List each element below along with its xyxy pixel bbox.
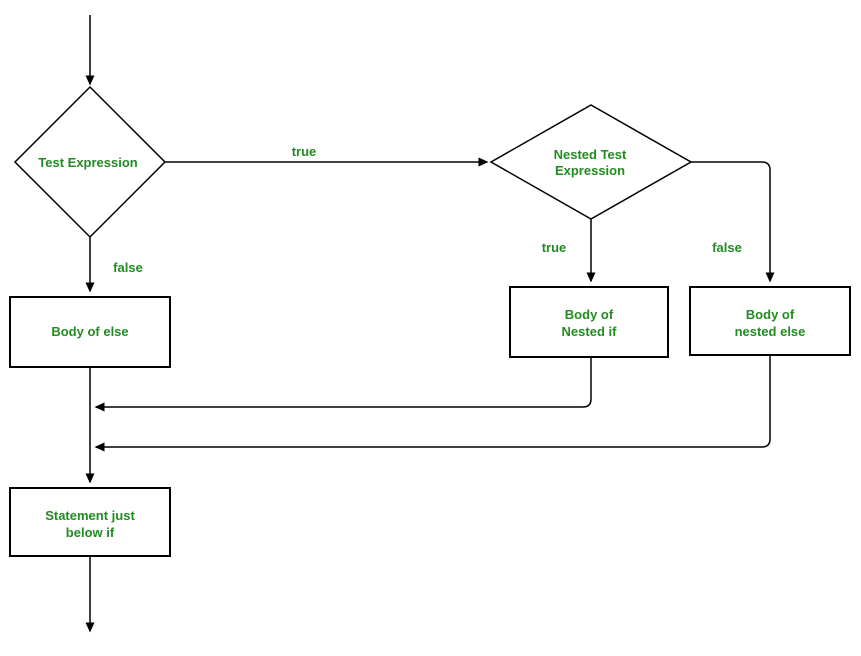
edge-label-nested-false: false xyxy=(712,240,742,255)
decision-nested-test-expression-label-line1: Nested Test xyxy=(554,147,627,162)
process-body-of-else xyxy=(9,296,171,368)
process-body-of-nested-if-label-line1: Body of xyxy=(565,307,614,322)
edge-nested-false xyxy=(691,161,775,283)
process-body-of-nested-else-label-line1: Body of xyxy=(746,307,795,322)
edge-merge-nested-else xyxy=(94,355,771,452)
edge-merge-nested-if xyxy=(94,357,592,412)
edge-label-nested-true: true xyxy=(542,240,567,255)
process-body-of-else-label: Body of else xyxy=(51,324,128,339)
edge-label-test-true: true xyxy=(292,144,317,159)
process-body-of-nested-if xyxy=(509,286,669,358)
decision-nested-test-expression-label-line2: Expression xyxy=(555,163,625,178)
process-statement-below-if-label-line2: below if xyxy=(66,525,115,540)
process-statement-below-if-label-line1: Statement just xyxy=(45,508,135,523)
process-body-of-nested-else-label-line2: nested else xyxy=(735,324,806,339)
decision-nested-test-expression xyxy=(489,104,693,220)
process-body-of-nested-if-label-line2: Nested if xyxy=(562,324,618,339)
edge-label-test-false: false xyxy=(113,260,143,275)
decision-test-expression-label: Test Expression xyxy=(38,155,138,170)
process-body-of-nested-else xyxy=(689,286,851,356)
